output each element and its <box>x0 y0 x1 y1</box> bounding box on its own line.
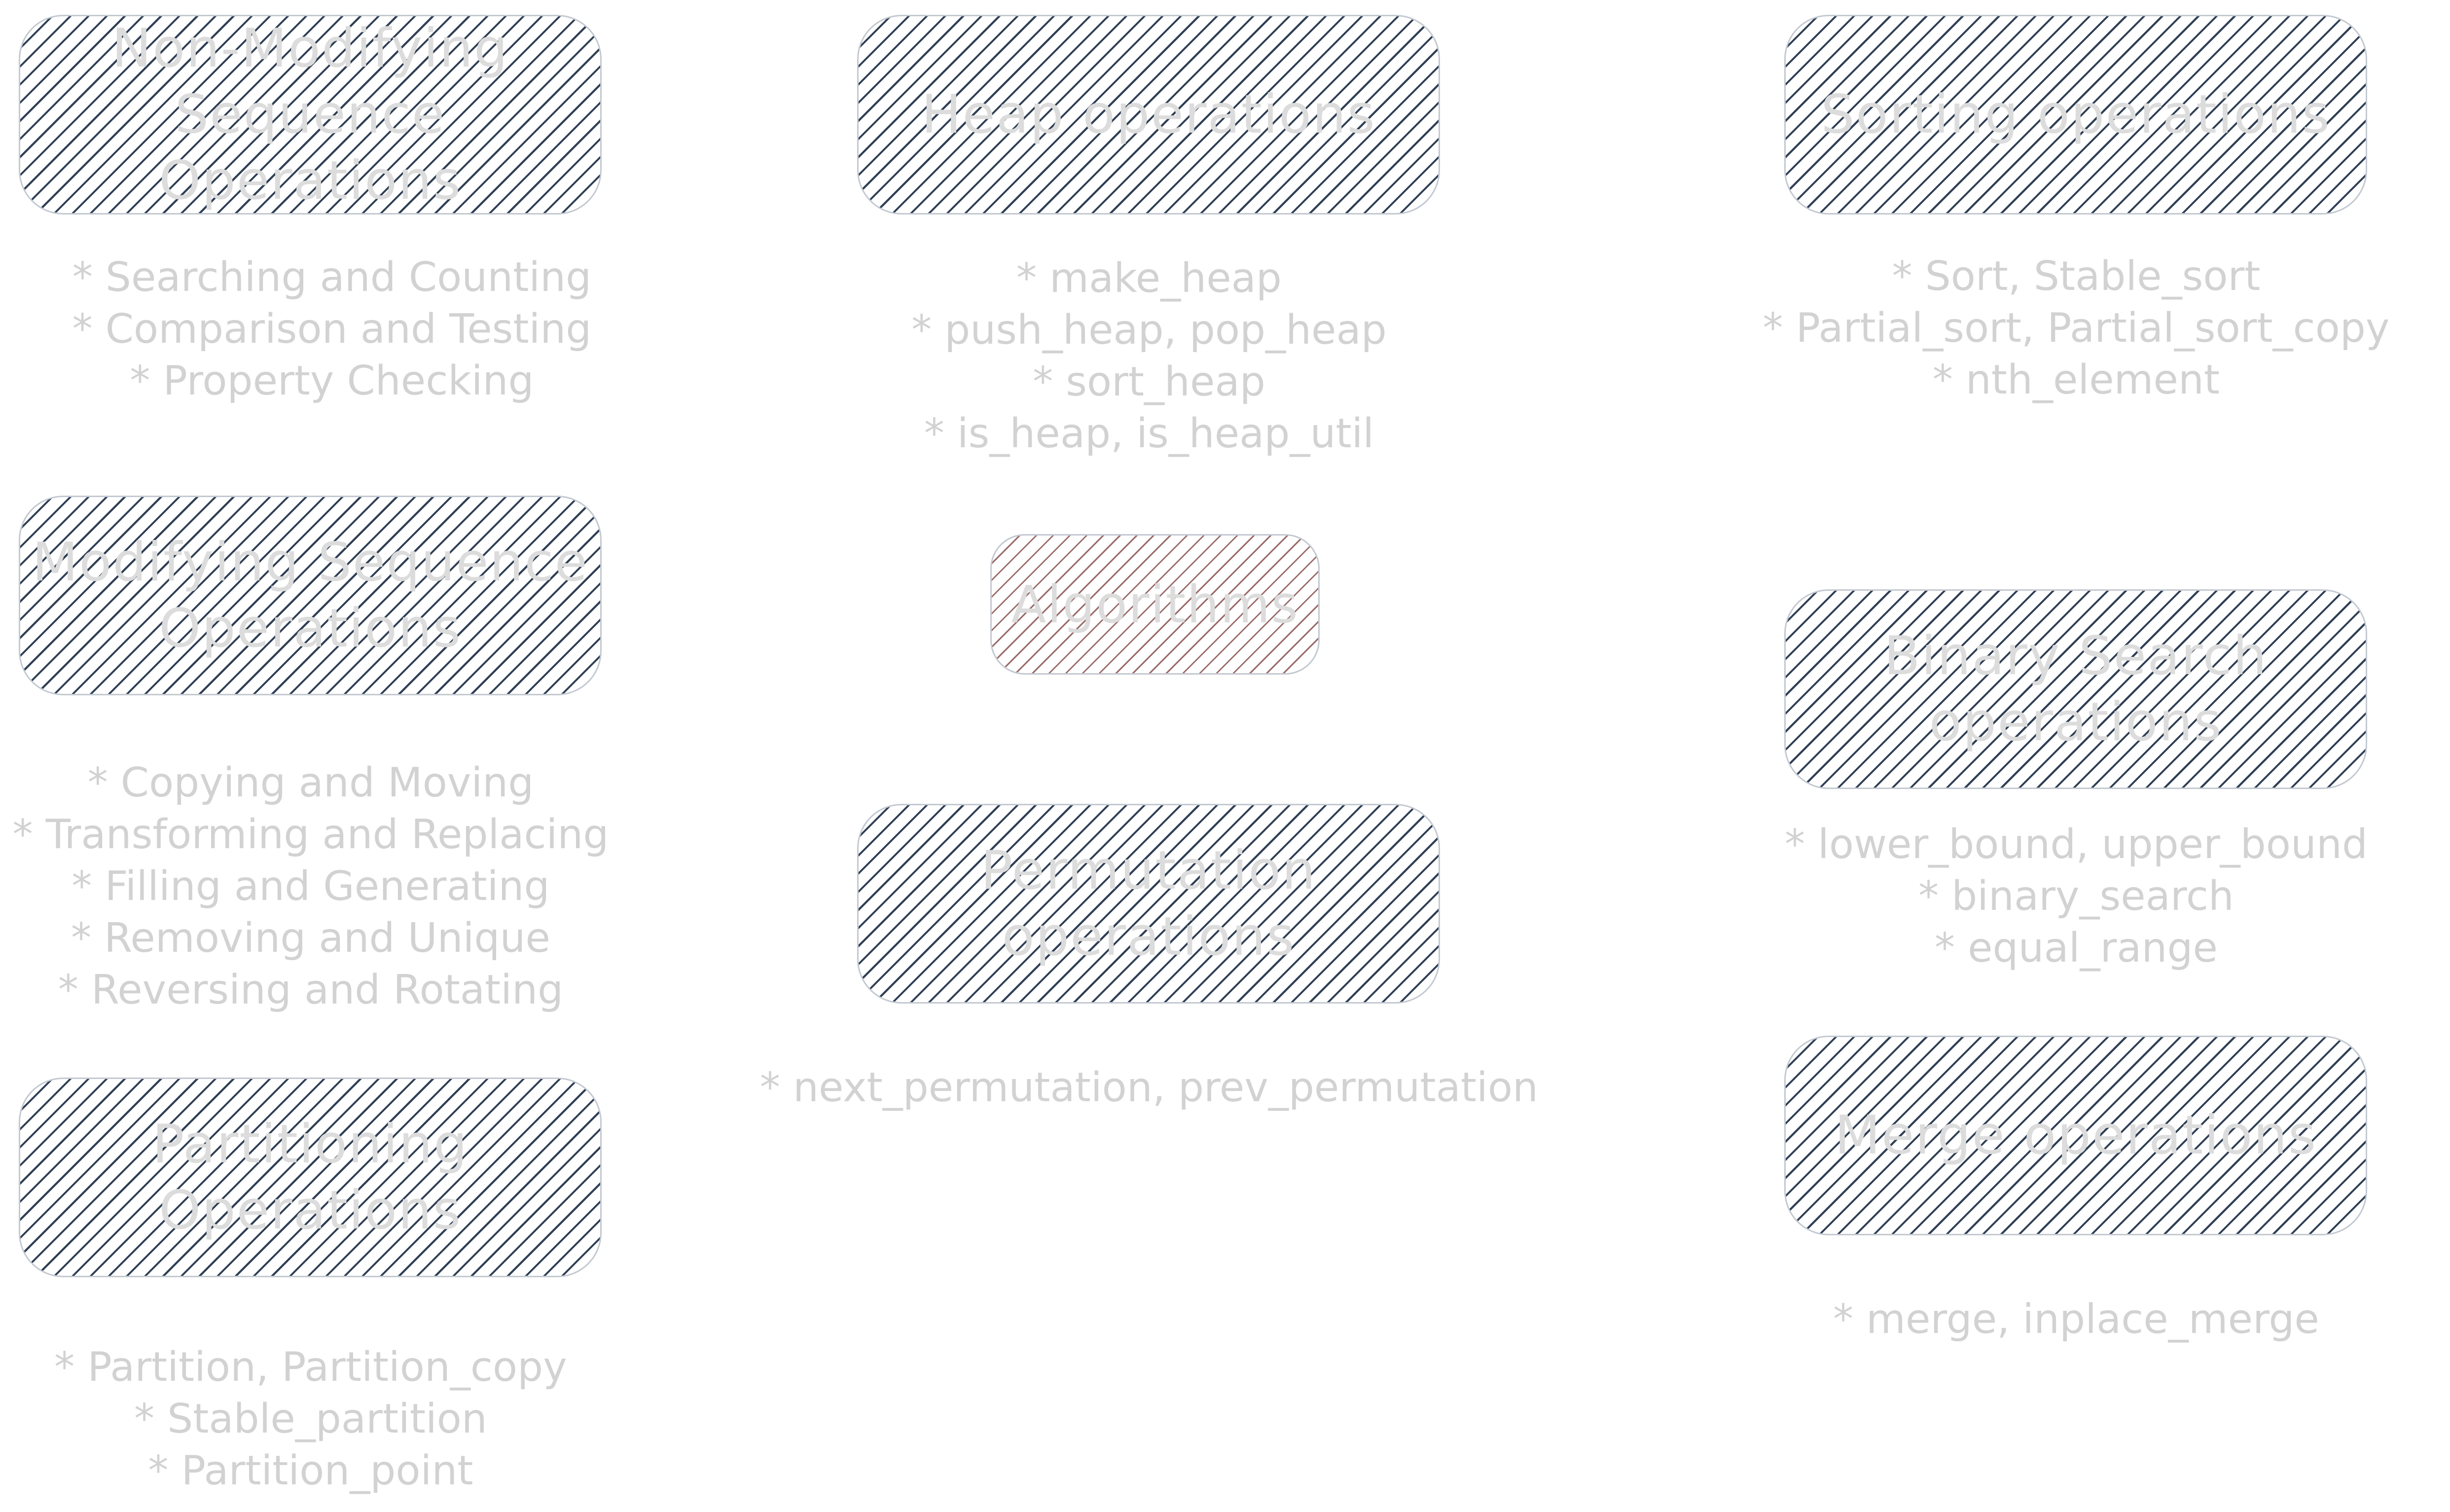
note-line: * push_heap, pop_heap <box>911 307 1387 354</box>
note-line: * Searching and Counting <box>72 254 592 301</box>
node-permutation-operations: Permutation operations <box>857 804 1440 1004</box>
notes-non-modifying: * Searching and Counting * Comparison an… <box>19 252 645 407</box>
notes-binary-search: * lower_bound, upper_bound * binary_sear… <box>1726 819 2426 974</box>
note-line: * lower_bound, upper_bound <box>1784 821 2368 868</box>
node-binary-search-operations: Binary Search operations <box>1784 589 2367 789</box>
note-line: * Comparison and Testing <box>72 306 592 353</box>
node-label: Merge operations <box>1834 1104 2317 1166</box>
notes-sorting: * Sort, Stable_sort * Partial_sort, Part… <box>1706 251 2446 406</box>
node-partitioning-operations: Partitioning Operations <box>19 1078 602 1277</box>
note-line: * is_heap, is_heap_util <box>924 410 1374 457</box>
node-merge-operations: Merge operations <box>1784 1036 2367 1235</box>
notes-partitioning: * Partition, Partition_copy * Stable_par… <box>0 1341 621 1497</box>
node-algorithms: Algorithms <box>990 534 1320 675</box>
note-line: * Removing and Unique <box>71 915 550 962</box>
node-label: Non-Modifying Sequence Operations <box>111 17 509 212</box>
note-line: * Property Checking <box>130 358 534 404</box>
note-line: * sort_heap <box>1033 359 1265 405</box>
note-line: * Partition, Partition_copy <box>54 1344 567 1391</box>
note-line: * Filling and Generating <box>72 863 550 910</box>
note-line: * Copying and Moving <box>87 759 534 806</box>
note-line: * Partial_sort, Partial_sort_copy <box>1763 305 2390 352</box>
notes-permutation: * next_permutation, prev_permutation <box>740 1062 1558 1114</box>
notes-merge: * merge, inplace_merge <box>1726 1294 2426 1345</box>
note-line: * Partition_point <box>148 1447 473 1494</box>
node-non-modifying-sequence-operations: Non-Modifying Sequence Operations <box>19 15 602 215</box>
node-label: Algorithms <box>1011 574 1299 635</box>
node-heap-operations: Heap operations <box>857 15 1440 215</box>
note-line: * make_heap <box>1016 255 1282 302</box>
notes-modifying: * Copying and Moving * Transforming and … <box>0 757 621 1016</box>
notes-heap: * make_heap * push_heap, pop_heap * sort… <box>838 252 1460 460</box>
note-line: * equal_range <box>1935 925 2218 972</box>
node-label: Binary Search operations <box>1883 625 2268 753</box>
note-line: * next_permutation, prev_permutation <box>760 1064 1538 1111</box>
note-line: * merge, inplace_merge <box>1833 1296 2319 1343</box>
node-label: Modifying Sequence Operations <box>32 531 588 659</box>
note-line: * Stable_partition <box>134 1396 487 1442</box>
node-label: Sorting operations <box>1821 83 2331 145</box>
node-sorting-operations: Sorting operations <box>1784 15 2367 215</box>
node-label: Partitioning Operations <box>152 1113 468 1241</box>
node-label: Permutation operations <box>980 839 1317 968</box>
node-label: Heap operations <box>921 83 1376 145</box>
node-modifying-sequence-operations: Modifying Sequence Operations <box>19 496 602 695</box>
note-line: * Transforming and Replacing <box>12 811 609 858</box>
note-line: * Reversing and Rotating <box>58 967 564 1013</box>
note-line: * Sort, Stable_sort <box>1892 253 2261 300</box>
note-line: * nth_element <box>1932 357 2220 403</box>
note-line: * binary_search <box>1918 873 2234 920</box>
